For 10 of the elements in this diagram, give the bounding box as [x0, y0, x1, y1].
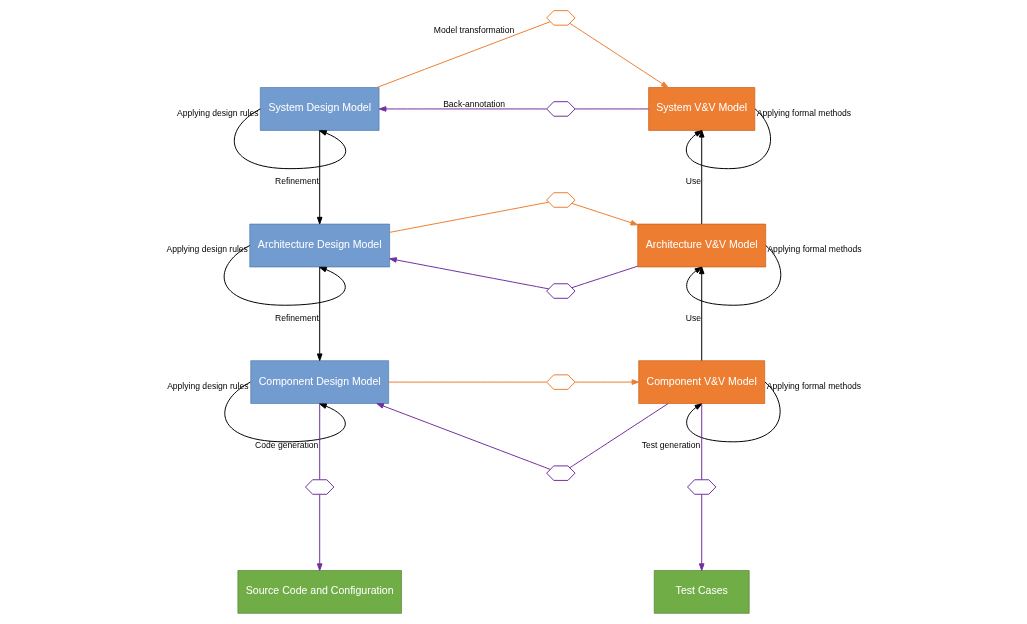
edge-label: Refinement — [274, 176, 319, 187]
edge-label: Use — [685, 176, 701, 187]
edge-label: Applying formal methods — [756, 107, 851, 118]
edge-label: Code generation — [254, 440, 318, 451]
edge-label: Refinement — [274, 312, 319, 323]
edge-label: Test generation — [641, 440, 700, 451]
edge-label: Model transformation — [433, 25, 514, 36]
edge-label: Back-annotation — [442, 98, 505, 109]
edge-label: Applying formal methods — [766, 244, 862, 255]
edge-label: Use — [685, 312, 701, 323]
